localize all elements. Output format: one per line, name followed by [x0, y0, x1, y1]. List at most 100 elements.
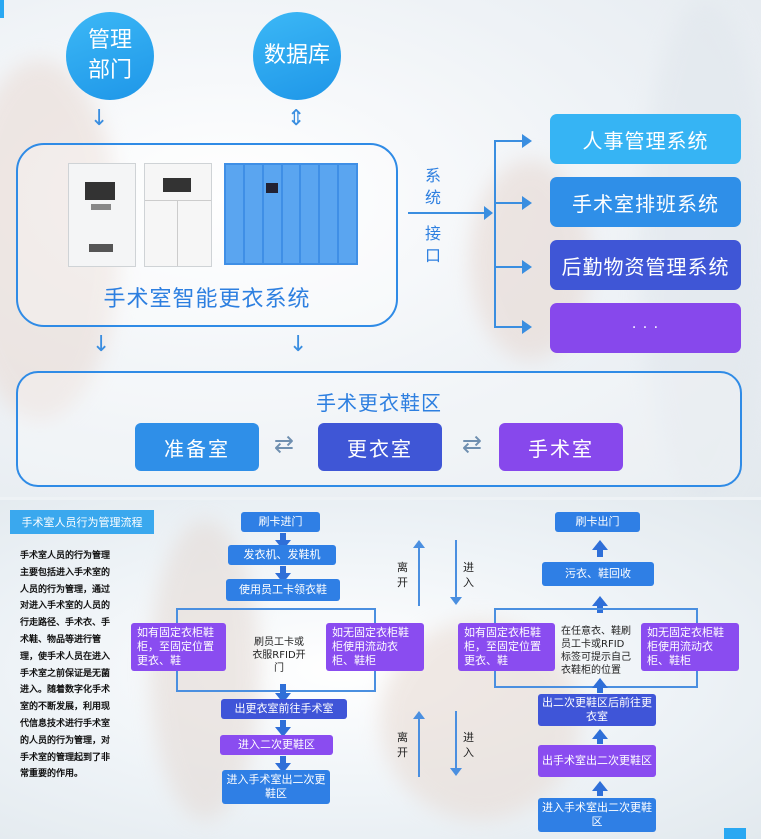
right-arrow-icon — [484, 206, 493, 220]
flow-arrow-stem — [597, 549, 603, 557]
right-step-recycle: 污衣、鞋回收 — [542, 562, 654, 586]
flow-arrow-stem — [280, 566, 286, 576]
bracket-branch — [494, 202, 524, 204]
branch-line — [494, 608, 698, 610]
up-arrow-icon — [413, 711, 425, 719]
interface-arrow-line — [408, 212, 490, 214]
left-step-exit-changing-room: 出更衣室前往手术室 — [221, 699, 347, 719]
down-arrow-icon — [275, 573, 291, 583]
left-branch-card-rfid: 刷员工卡或衣服RFID开门 — [252, 637, 306, 674]
locker-screen — [265, 183, 278, 193]
machine-divider — [145, 200, 211, 201]
flow-arrow-stem — [280, 533, 286, 543]
right-step-exit-shoe-zone: 出二次更鞋区后前往更衣室 — [538, 694, 656, 726]
down-arrow-icon — [275, 727, 291, 737]
up-arrow-icon — [592, 540, 608, 550]
up-arrow-icon — [592, 596, 608, 606]
down-arrow-icon — [275, 763, 291, 773]
locker-door — [320, 165, 338, 263]
bracket-branch — [494, 266, 524, 268]
bracket-branch — [494, 326, 524, 328]
flow-arrow-stem — [597, 687, 603, 693]
interface-char: 接 — [425, 224, 442, 243]
locker-door — [244, 165, 262, 263]
leave-line — [418, 719, 420, 777]
down-arrow-icon: ↓ — [289, 332, 308, 357]
left-step-enter-or: 进入手术室出二次更鞋区 — [222, 770, 330, 804]
smart-changing-system-box: 手术室智能更衣系统 — [16, 143, 398, 327]
locker-door — [339, 165, 356, 263]
left-step-collect-clothes: 使用员工卡领衣鞋 — [226, 579, 340, 601]
flow-arrow-stem — [280, 756, 286, 766]
machine-divider — [177, 200, 178, 266]
up-arrow-icon — [592, 781, 608, 791]
flow-arrow-stem — [597, 738, 603, 744]
enter-line — [455, 711, 457, 769]
left-branch-mobile-locker: 如无固定衣柜鞋柜使用流动衣柜、鞋柜 — [326, 623, 424, 671]
process-description: 手术室人员的行为管理主要包括进入手术室的人员的行为管理，通过对进入手术室的人员的… — [20, 551, 111, 780]
leave-label-bottom: 离开 — [397, 731, 408, 759]
process-title: 手术室人员行为管理流程 — [10, 510, 154, 534]
down-arrow-icon — [275, 693, 291, 703]
zone-title: 手术更衣鞋区 — [316, 391, 442, 415]
leave-line — [418, 548, 420, 606]
locker-door — [282, 165, 300, 263]
machine-screen — [85, 182, 115, 200]
more-systems-box: · · · — [550, 303, 741, 353]
down-arrow-icon — [450, 768, 462, 776]
top-panel: 管理 部门 数据库 ↓ ⇕ 手术室智能更衣系统 — [0, 0, 761, 497]
bracket-branch — [494, 140, 524, 142]
branch-line — [176, 608, 376, 610]
machine-slot — [91, 204, 111, 210]
left-branch-fixed-locker: 如有固定衣柜鞋柜，至固定位置更衣、鞋 — [131, 623, 226, 671]
hr-system-box: 人事管理系统 — [550, 114, 741, 164]
right-step-enter-or: 进入手术室出二次更鞋区 — [538, 798, 656, 832]
up-arrow-icon — [592, 678, 608, 688]
right-arrow-icon — [522, 260, 532, 274]
interface-char: 口 — [425, 246, 442, 265]
right-arrow-icon — [522, 320, 532, 334]
flow-arrow-stem — [280, 720, 286, 730]
right-branch-locate: 在任意衣、鞋刷员工卡或RFID标签可提示自己衣鞋柜的位置 — [561, 626, 631, 676]
interface-char: 统 — [425, 188, 442, 207]
corner-accent — [724, 828, 746, 839]
branch-line — [176, 690, 376, 692]
locker-door — [301, 165, 319, 263]
dispenser-machine-1 — [68, 163, 136, 267]
operating-room-box: 手术室 — [499, 423, 623, 471]
enter-line — [455, 540, 457, 598]
exchange-arrows-icon: ⇄ — [274, 430, 295, 458]
smart-changing-system-label: 手术室智能更衣系统 — [103, 287, 311, 312]
flow-arrow-stem — [280, 684, 286, 696]
up-arrow-icon — [413, 540, 425, 548]
changing-room-box: 更衣室 — [318, 423, 442, 471]
right-arrow-icon — [522, 196, 532, 210]
enter-label-bottom: 进入 — [463, 731, 474, 759]
system-interface-label: 系 统 接 口 — [425, 165, 445, 267]
database-label: 数据库 — [263, 43, 330, 68]
or-scheduling-system-box: 手术室排班系统 — [550, 177, 741, 227]
right-arrow-icon — [522, 134, 532, 148]
right-branch-fixed-locker: 如有固定衣柜鞋柜，至固定位置更衣、鞋 — [458, 623, 555, 671]
prep-room-box: 准备室 — [135, 423, 259, 471]
left-step-enter-shoe-zone: 进入二次更鞋区 — [220, 735, 333, 755]
interface-char: 系 — [425, 166, 442, 185]
left-step-swipe-in: 刷卡进门 — [241, 512, 320, 532]
right-step-exit-or: 出手术室出二次更鞋区 — [538, 745, 656, 777]
right-step-swipe-out: 刷卡出门 — [555, 512, 640, 532]
up-arrow-icon — [592, 729, 608, 739]
logistics-system-box: 后勤物资管理系统 — [550, 240, 741, 290]
flow-arrow-stem — [597, 790, 603, 796]
right-branch-mobile-locker: 如无固定衣柜鞋柜使用流动衣柜、鞋柜 — [641, 623, 739, 671]
exchange-arrows-icon: ⇄ — [462, 430, 483, 458]
machine-slot — [89, 244, 113, 252]
left-step-dispensers: 发衣机、发鞋机 — [228, 545, 336, 565]
locker-door — [226, 165, 243, 263]
down-arrow-icon — [450, 597, 462, 605]
machine-screen — [163, 178, 191, 192]
down-arrow-icon: ↓ — [92, 332, 111, 357]
management-dept-circle: 管理 部门 — [66, 12, 154, 100]
down-arrow-icon: ↓ — [90, 106, 109, 131]
updown-arrow-icon: ⇕ — [287, 106, 306, 131]
corner-accent — [0, 0, 4, 18]
